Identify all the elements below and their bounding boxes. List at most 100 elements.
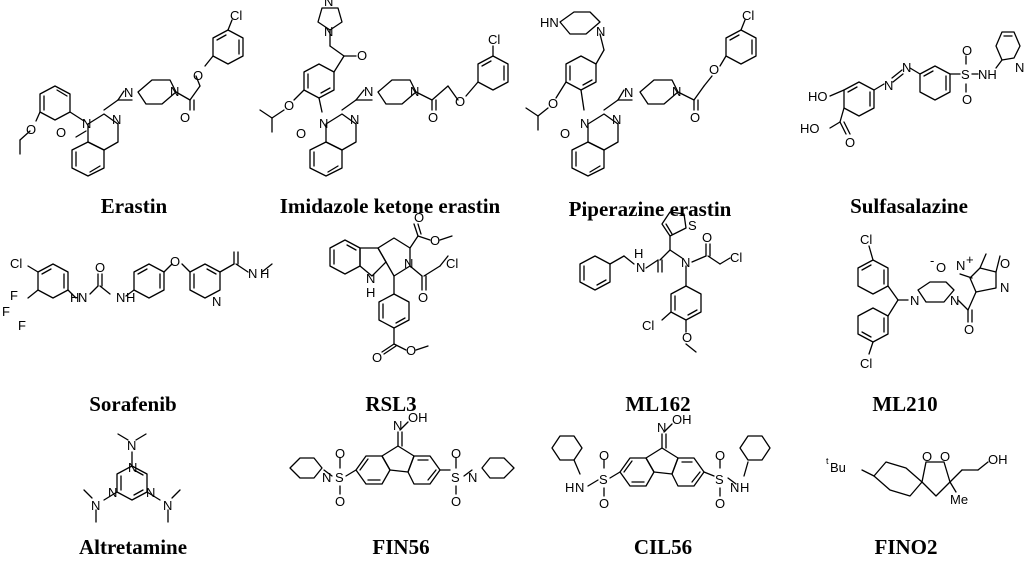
bond: [623, 255, 635, 265]
bond: [35, 111, 41, 122]
compound-name-erastin: Erastin: [100, 194, 168, 218]
atom-label: N: [324, 24, 333, 39]
atom-label: O: [284, 98, 294, 113]
bond-ring: [857, 307, 889, 343]
bond: [617, 89, 625, 101]
atom-label: Cl: [488, 32, 500, 47]
atom-label: O: [964, 322, 974, 337]
bond: [135, 433, 147, 441]
atom-label: O: [357, 48, 367, 63]
bond: [415, 345, 429, 351]
bond: [555, 81, 567, 99]
atom-label: N: [580, 116, 589, 131]
atom-label: O: [193, 68, 203, 83]
bond: [623, 460, 633, 473]
bond: [89, 285, 99, 295]
bond: [677, 91, 695, 101]
atom-label: O: [296, 126, 306, 141]
bond: [447, 85, 459, 101]
compound-name-piperazine-erastin: Piperazine erastin: [568, 197, 732, 221]
bond: [189, 85, 201, 101]
bond-ring: [212, 29, 244, 65]
atom-label: HN: [540, 15, 559, 30]
bond: [847, 86, 858, 93]
bond: [423, 265, 441, 277]
bond: [395, 317, 406, 324]
structure-piperazine-erastin: HN N Cl O N N O O N N O: [525, 8, 757, 177]
bond-ring: [317, 7, 343, 31]
atom-label: N: [624, 85, 633, 100]
structure-cil56: N OH H N S O O S O O N H: [551, 412, 771, 511]
structure-sulfasalazine: HO N N O S O NH N HO O: [800, 31, 1024, 150]
bond: [979, 253, 987, 269]
bond: [181, 263, 191, 273]
structure-fino2: t Bu O O OH Me: [826, 449, 1008, 507]
bond: [195, 75, 201, 87]
bond: [125, 289, 135, 297]
atom-label: Me: [950, 492, 968, 507]
atom-label: O: [406, 343, 416, 358]
bond: [537, 107, 549, 117]
bond: [580, 89, 585, 111]
bond: [665, 223, 673, 235]
bond: [329, 45, 345, 57]
bond: [481, 60, 492, 67]
atom-label: N: [112, 112, 121, 127]
structure-sorafenib: Cl O O F F F N H N H N N H: [2, 251, 273, 333]
atom-label: N: [146, 485, 155, 500]
compound-name-rsl3: RSL3: [365, 392, 417, 416]
atom-label: Cl: [742, 8, 754, 23]
structure-ml210: Cl O - N + O N N N O Cl: [857, 232, 1010, 371]
bond: [959, 273, 973, 279]
bond: [175, 91, 191, 101]
atom-label: N: [575, 480, 584, 495]
bond: [439, 235, 453, 241]
atom-label: N: [410, 84, 419, 99]
atom-label: N: [950, 293, 959, 308]
bond: [843, 121, 851, 135]
bond: [691, 255, 707, 263]
bond: [891, 69, 903, 79]
bond: [995, 59, 1003, 69]
atom-label: Cl: [10, 256, 22, 271]
atom-label: O: [922, 449, 932, 464]
bond: [727, 477, 737, 485]
atom-label: N: [393, 418, 402, 433]
atom-label: O: [430, 233, 440, 248]
bond: [69, 111, 85, 122]
atom-label: N: [322, 470, 331, 485]
atom-label: O: [682, 330, 692, 345]
bond: [359, 458, 369, 471]
atom-label: O: [560, 126, 570, 141]
bond-ring: [481, 457, 515, 479]
bond: [909, 67, 921, 75]
bond: [163, 263, 173, 273]
bond: [839, 107, 845, 123]
bond: [707, 255, 721, 265]
compound-name-sulfasalazine: Sulfasalazine: [850, 194, 968, 218]
bond: [41, 268, 52, 275]
bond-ring: [919, 65, 951, 101]
bond: [573, 459, 581, 475]
bond: [887, 285, 899, 301]
bond-ring: [671, 457, 705, 487]
bond-ring: [39, 85, 71, 121]
compound-name-cil56: CIL56: [633, 535, 693, 559]
bond: [133, 489, 144, 496]
bond-ring: [309, 141, 343, 177]
compound-name-fino2: FINO2: [874, 535, 938, 559]
bond: [685, 343, 697, 353]
atom-label: N: [681, 255, 690, 270]
atom-label: O: [940, 449, 950, 464]
bond: [663, 423, 673, 433]
bond: [659, 249, 671, 261]
atom-label: O: [26, 122, 36, 137]
bond: [868, 341, 874, 355]
bond: [977, 461, 989, 471]
atom-label: N: [956, 258, 965, 273]
atom-label: S: [688, 218, 697, 233]
bond: [409, 265, 423, 277]
atom-label: N: [730, 480, 739, 495]
bond: [703, 75, 713, 87]
bond-ring: [359, 247, 387, 277]
